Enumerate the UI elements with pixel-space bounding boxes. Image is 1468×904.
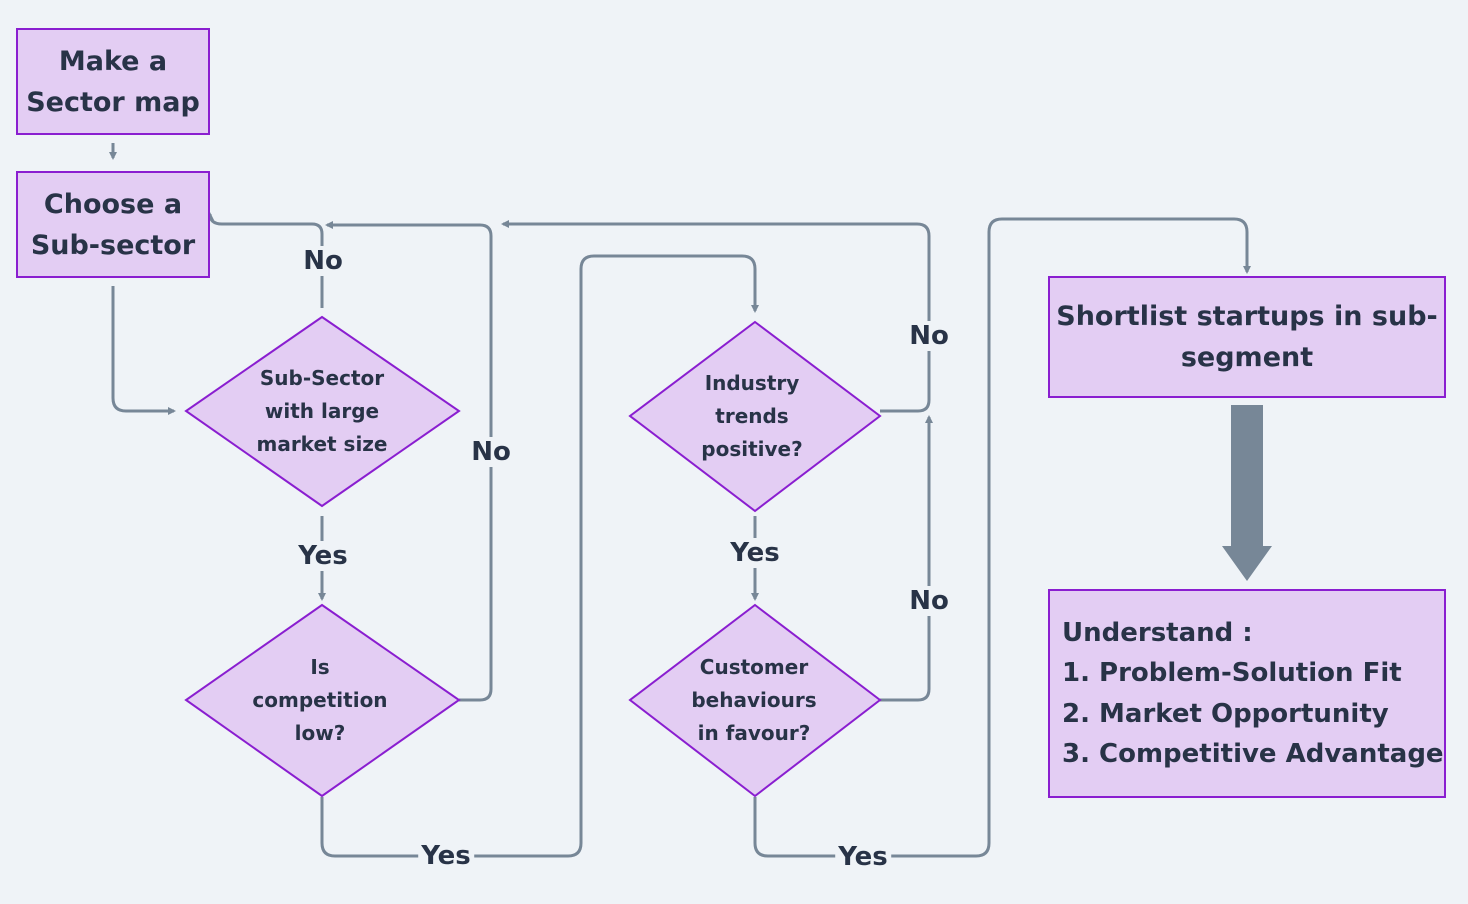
edge-label-trends-yes: Yes: [727, 538, 783, 568]
decision-competition-shape: [184, 603, 461, 798]
decision-industry-trends-text: Industry trends positive?: [701, 370, 803, 461]
edge-market-no: [206, 212, 324, 308]
edge-customer-yes: [753, 217, 1251, 858]
edge-label-trends-no: No: [906, 321, 952, 351]
understand-title: Understand :: [1062, 617, 1253, 648]
decision-industry-trends-shape: [628, 320, 882, 513]
node-choose-subsector: Choose a Sub-sector: [16, 171, 210, 278]
edge-customer-no: [880, 415, 933, 702]
edge-subsector-to-market: [111, 286, 176, 415]
node-shortlist: Shortlist startups in sub- segment: [1048, 276, 1446, 398]
decision-market-size-text: Sub-Sector with large market size: [256, 365, 388, 456]
edge-label-customer-no: No: [906, 586, 952, 616]
decision-competition-text: Is competition low?: [252, 654, 388, 745]
node-understand: Understand : 1. Problem-Solution Fit 2. …: [1048, 589, 1446, 798]
edge-label-competition-yes: Yes: [418, 841, 474, 871]
big-down-arrow: [1222, 405, 1272, 581]
edge-label-competition-no: No: [468, 437, 514, 467]
edge-trends-no: [501, 220, 931, 413]
decision-customer-behaviour-text: Customer behaviours in favour?: [691, 654, 817, 745]
node-make-sector-map: Make a Sector map: [16, 28, 210, 135]
edge-label-market-yes: Yes: [295, 541, 351, 571]
node-choose-subsector-text: Choose a Sub-sector: [30, 188, 196, 261]
understand-item-1: 1. Problem-Solution Fit: [1062, 658, 1402, 688]
understand-item-2: 2. Market Opportunity: [1062, 698, 1389, 729]
understand-item-3: 3. Competitive Advantage: [1062, 739, 1444, 769]
node-make-sector-map-text: Make a Sector map: [26, 45, 200, 118]
edge-competition-yes: [320, 254, 759, 858]
edge-label-customer-yes: Yes: [835, 842, 891, 872]
edge-label-market-no: No: [300, 246, 346, 276]
node-shortlist-text: Shortlist startups in sub- segment: [1056, 301, 1438, 373]
decision-market-size-shape: [184, 315, 461, 508]
decision-customer-behaviour-shape: [628, 603, 882, 798]
